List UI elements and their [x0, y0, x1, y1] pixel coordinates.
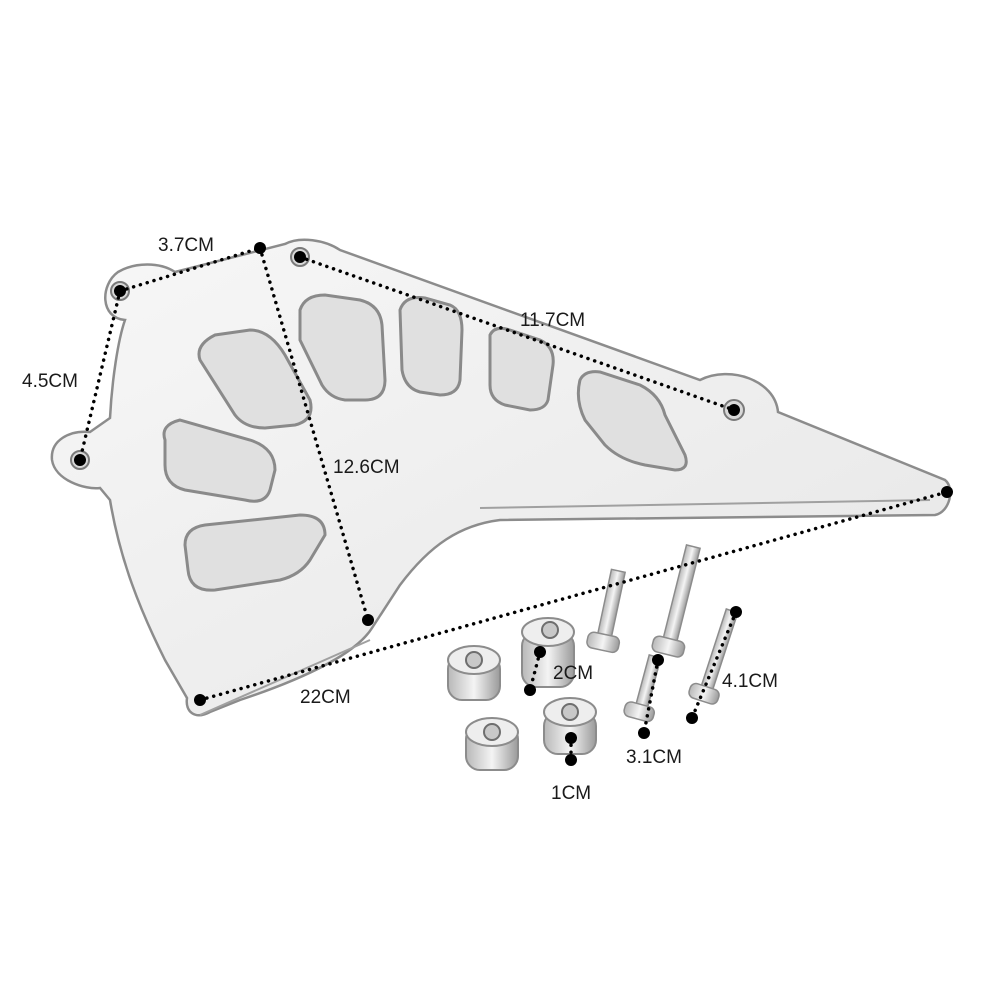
bolt-1 — [586, 568, 627, 654]
line-left-height — [78, 289, 122, 462]
spacer-1 — [447, 645, 501, 701]
bolt-2 — [651, 544, 702, 658]
line-top-diagonal — [298, 255, 736, 412]
label-spacer-height: 2CM — [553, 663, 594, 684]
line-center-height — [258, 246, 370, 622]
measurement-lines — [78, 246, 949, 762]
spacer-set — [447, 617, 597, 771]
sprocket-cover-plate — [50, 238, 952, 717]
line-bottom-length — [198, 490, 949, 702]
label-spacer-small: 1CM — [551, 783, 592, 804]
label-center-height: 12.6CM — [333, 457, 400, 478]
label-bolt-long: 4.1CM — [722, 671, 778, 692]
cutout-windows — [162, 293, 688, 592]
spacer-2 — [465, 717, 519, 771]
line-bolt-short — [642, 658, 660, 735]
label-bottom-length: 22CM — [300, 687, 351, 708]
line-bolt-long — [690, 610, 738, 720]
label-left-height: 4.5CM — [22, 371, 78, 392]
bolt-set — [586, 544, 739, 723]
label-bolt-short: 3.1CM — [626, 747, 682, 768]
label-top-width: 3.7CM — [158, 235, 214, 256]
line-top-width — [118, 246, 262, 293]
measurement-dots — [74, 242, 953, 766]
line-spacer-height — [528, 650, 542, 692]
label-top-diagonal: 11.7CM — [520, 310, 586, 331]
